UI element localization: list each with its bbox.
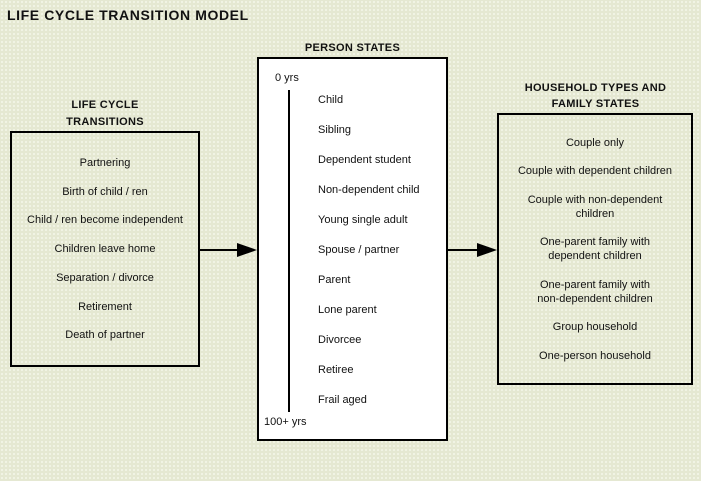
household-item: One-parent family with dependent childre…: [540, 235, 650, 263]
age-axis-top-label: 0 yrs: [275, 72, 299, 84]
page-title: LIFE CYCLE TRANSITION MODEL: [7, 7, 249, 23]
arrow-head-icon: [237, 243, 257, 257]
transition-item: Birth of child / ren: [62, 185, 148, 198]
person-states-header: PERSON STATES: [257, 41, 448, 55]
person-states-box: 0 yrs Child Sibling Dependent student No…: [257, 57, 448, 441]
household-item-line: Couple only: [565, 136, 625, 149]
transition-item: Child / ren become independent: [27, 214, 183, 227]
person-state-item: Frail aged: [318, 394, 367, 406]
arrow-shaft: [200, 249, 240, 251]
header-line: TRANSITIONS: [66, 116, 144, 128]
household-item: One-parent family with non-dependent chi…: [537, 278, 653, 306]
household-item-line: One-parent family with: [539, 278, 651, 291]
person-state-item: Divorcee: [318, 334, 362, 346]
household-item-line: One-parent family with: [539, 236, 651, 248]
household-item-line: non-dependent children: [537, 292, 653, 305]
household-types-header: HOUSEHOLD TYPES AND FAMILY STATES: [497, 80, 694, 112]
household-item-line: Couple with dependent children: [517, 165, 673, 177]
transition-item: Death of partner: [65, 329, 145, 342]
household-types-box: Couple only Couple with dependent childr…: [497, 113, 693, 385]
transition-item: Retirement: [78, 300, 132, 313]
household-item: Couple only: [566, 136, 624, 150]
household-item-line: Group household: [552, 321, 638, 333]
person-state-item: Parent: [318, 274, 351, 286]
life-cycle-transitions-box: Partnering Birth of child / ren Child / …: [10, 131, 200, 367]
person-state-item: Spouse / partner: [318, 244, 400, 256]
transition-item: Partnering: [79, 156, 131, 169]
person-state-item: Young single adult: [318, 214, 408, 226]
household-item-line: children: [575, 207, 615, 220]
person-state-item: Non-dependent child: [318, 184, 420, 196]
person-state-item: Child: [318, 94, 344, 106]
arrow-shaft: [448, 249, 480, 251]
household-item: Group household: [553, 320, 637, 334]
person-state-item: Dependent student: [318, 154, 411, 166]
life-cycle-transitions-header: LIFE CYCLE TRANSITIONS: [10, 97, 200, 131]
household-item: Couple with non-dependent children: [528, 193, 663, 221]
person-state-item: Sibling: [318, 124, 352, 136]
household-item-line: dependent children: [548, 250, 642, 262]
transition-item: Separation / divorce: [56, 271, 154, 284]
header-line: FAMILY STATES: [551, 98, 640, 110]
household-item: Couple with dependent children: [518, 164, 672, 178]
transition-item: Children leave home: [54, 243, 156, 255]
household-item-line: One-person household: [539, 349, 651, 362]
household-item-line: Couple with non-dependent: [527, 193, 663, 206]
header-line: PERSON STATES: [304, 42, 401, 54]
person-state-item: Lone parent: [318, 304, 377, 316]
header-line: HOUSEHOLD TYPES AND: [524, 82, 667, 94]
household-item: One-person household: [539, 349, 651, 363]
arrow-head-icon: [477, 243, 497, 257]
person-state-item: Retiree: [318, 364, 354, 376]
header-line: LIFE CYCLE: [71, 99, 139, 111]
age-axis-bottom-label: 100+ yrs: [264, 416, 307, 428]
age-axis-line: [288, 90, 290, 412]
